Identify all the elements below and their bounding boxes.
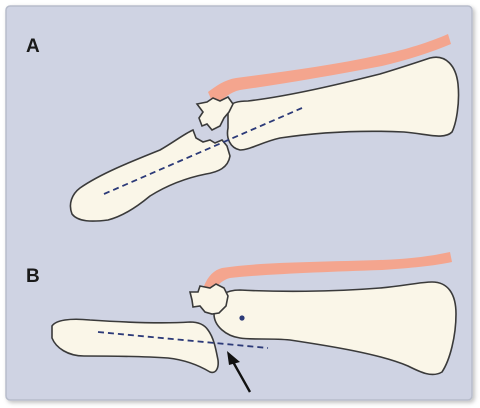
middle-phalanx-b — [213, 281, 457, 376]
distal-phalanx-a — [69, 128, 231, 222]
joint-center-dot-b — [239, 315, 245, 321]
axis-line-a — [103, 107, 303, 195]
middle-phalanx-a — [226, 56, 460, 151]
axis-line-b — [97, 331, 269, 349]
panel-a: A — [26, 34, 460, 222]
extensor-tendon-b — [204, 252, 452, 292]
extensor-tendon-a — [208, 34, 451, 106]
panel-a-label: A — [26, 36, 40, 57]
panel-b: B — [26, 252, 457, 393]
avulsion-fragment-a — [195, 95, 234, 131]
arrow-b — [227, 351, 252, 393]
distal-phalanx-b — [51, 318, 219, 374]
panel-b-label: B — [26, 266, 40, 287]
avulsion-fragment-b — [188, 283, 229, 315]
